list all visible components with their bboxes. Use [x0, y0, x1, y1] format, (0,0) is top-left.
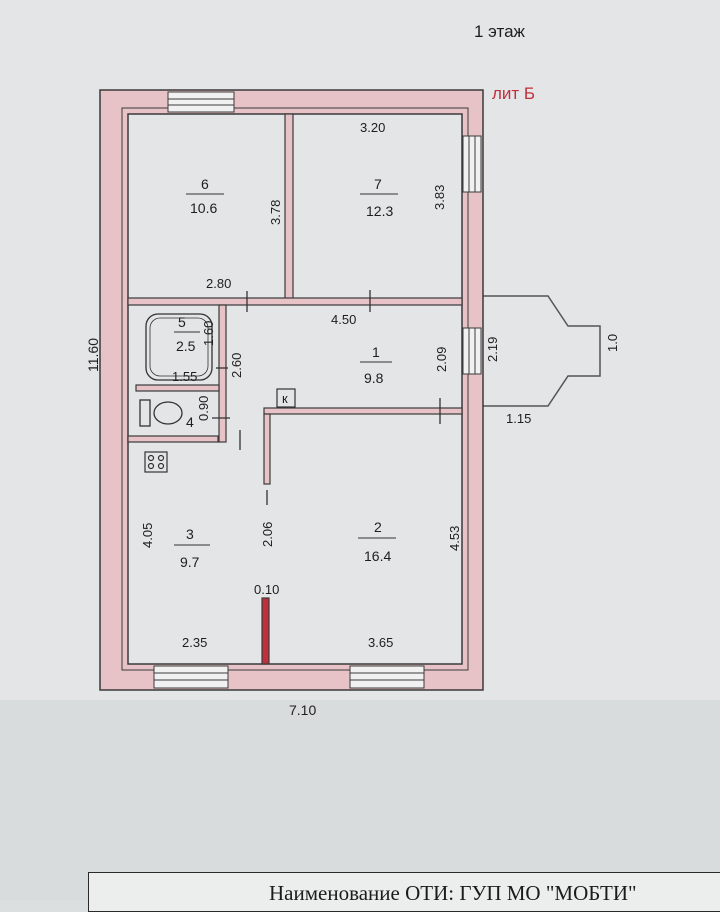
footer-text: Наименование ОТИ: ГУП МО "МОБТИ": [269, 881, 637, 905]
door-right: [462, 327, 482, 375]
dim-total-width: 7.10: [289, 702, 316, 718]
svg-text:12.3: 12.3: [366, 203, 393, 219]
svg-text:1: 1: [372, 344, 380, 360]
dim-toilet-height: 0.90: [196, 396, 211, 421]
room-5-label: 5 2.5: [174, 314, 200, 354]
dim-room3-width: 2.35: [182, 635, 207, 650]
dim-hall-height-left: 2.60: [229, 353, 244, 378]
dim-bath-height: 1.60: [201, 321, 216, 346]
svg-text:6: 6: [201, 176, 209, 192]
window-bottom-right: [349, 665, 425, 689]
window-bottom-left: [153, 665, 229, 689]
dim-total-height: 11.60: [85, 338, 101, 372]
dim-partition-thickness: 0.10: [254, 582, 279, 597]
paper-shade: [0, 700, 720, 900]
svg-text:2.5: 2.5: [176, 338, 196, 354]
svg-text:10.6: 10.6: [190, 200, 217, 216]
dim-hall-height-right: 2.09: [434, 347, 449, 372]
svg-text:16.4: 16.4: [364, 548, 391, 564]
kitchen-marker-box: [276, 388, 296, 408]
stove-icon: [144, 451, 168, 473]
dim-partition-length: 2.06: [260, 522, 275, 547]
dim-bath-width: 1.55: [172, 369, 197, 384]
footer-box: Наименование ОТИ: ГУП МО "МОБТИ": [88, 872, 720, 912]
dim-room2-width: 3.65: [368, 635, 393, 650]
window-right-top: [462, 135, 482, 193]
dim-room7-height: 3.83: [432, 185, 447, 210]
toilet-icon: [139, 399, 183, 427]
bathtub-inner: [149, 317, 209, 377]
room-1-label: 1 9.8: [360, 344, 392, 386]
svg-text:9.8: 9.8: [364, 370, 384, 386]
dim-porch-width: 1.15: [506, 411, 531, 426]
dim-door-opening: 2.19: [485, 337, 500, 362]
room-7-label: 7 12.3: [360, 176, 398, 219]
door-ticks: [212, 290, 441, 505]
dim-room7-width: 3.20: [360, 120, 385, 135]
dim-hall-width: 4.50: [331, 312, 356, 327]
interior-walls: [127, 113, 463, 665]
dim-room2-height: 4.53: [447, 526, 462, 551]
svg-text:2: 2: [374, 519, 382, 535]
window-top: [167, 91, 235, 113]
svg-text:7: 7: [374, 176, 382, 192]
room-6-label: 6 10.6: [186, 176, 224, 216]
room-3-label: 3 9.7: [174, 526, 210, 570]
dim-room6-width: 2.80: [206, 276, 231, 291]
svg-text:3: 3: [186, 526, 194, 542]
dim-porch-depth: 1.0: [605, 334, 620, 352]
svg-text:9.7: 9.7: [180, 554, 200, 570]
svg-text:5: 5: [178, 314, 186, 330]
outer-walls: [99, 89, 484, 691]
floor-label: 1 этаж: [474, 22, 526, 41]
kitchen-marker: к: [282, 391, 288, 406]
room-2-label: 2 16.4: [358, 519, 396, 564]
building-label: лит Б: [492, 84, 535, 103]
bathtub-icon: [145, 313, 213, 381]
inner-wall-line: [121, 107, 469, 671]
room-4-label: 4: [186, 414, 194, 430]
dim-room6-height: 3.78: [268, 200, 283, 225]
porch-outline: [475, 295, 601, 407]
dim-room3-height: 4.05: [140, 523, 155, 548]
